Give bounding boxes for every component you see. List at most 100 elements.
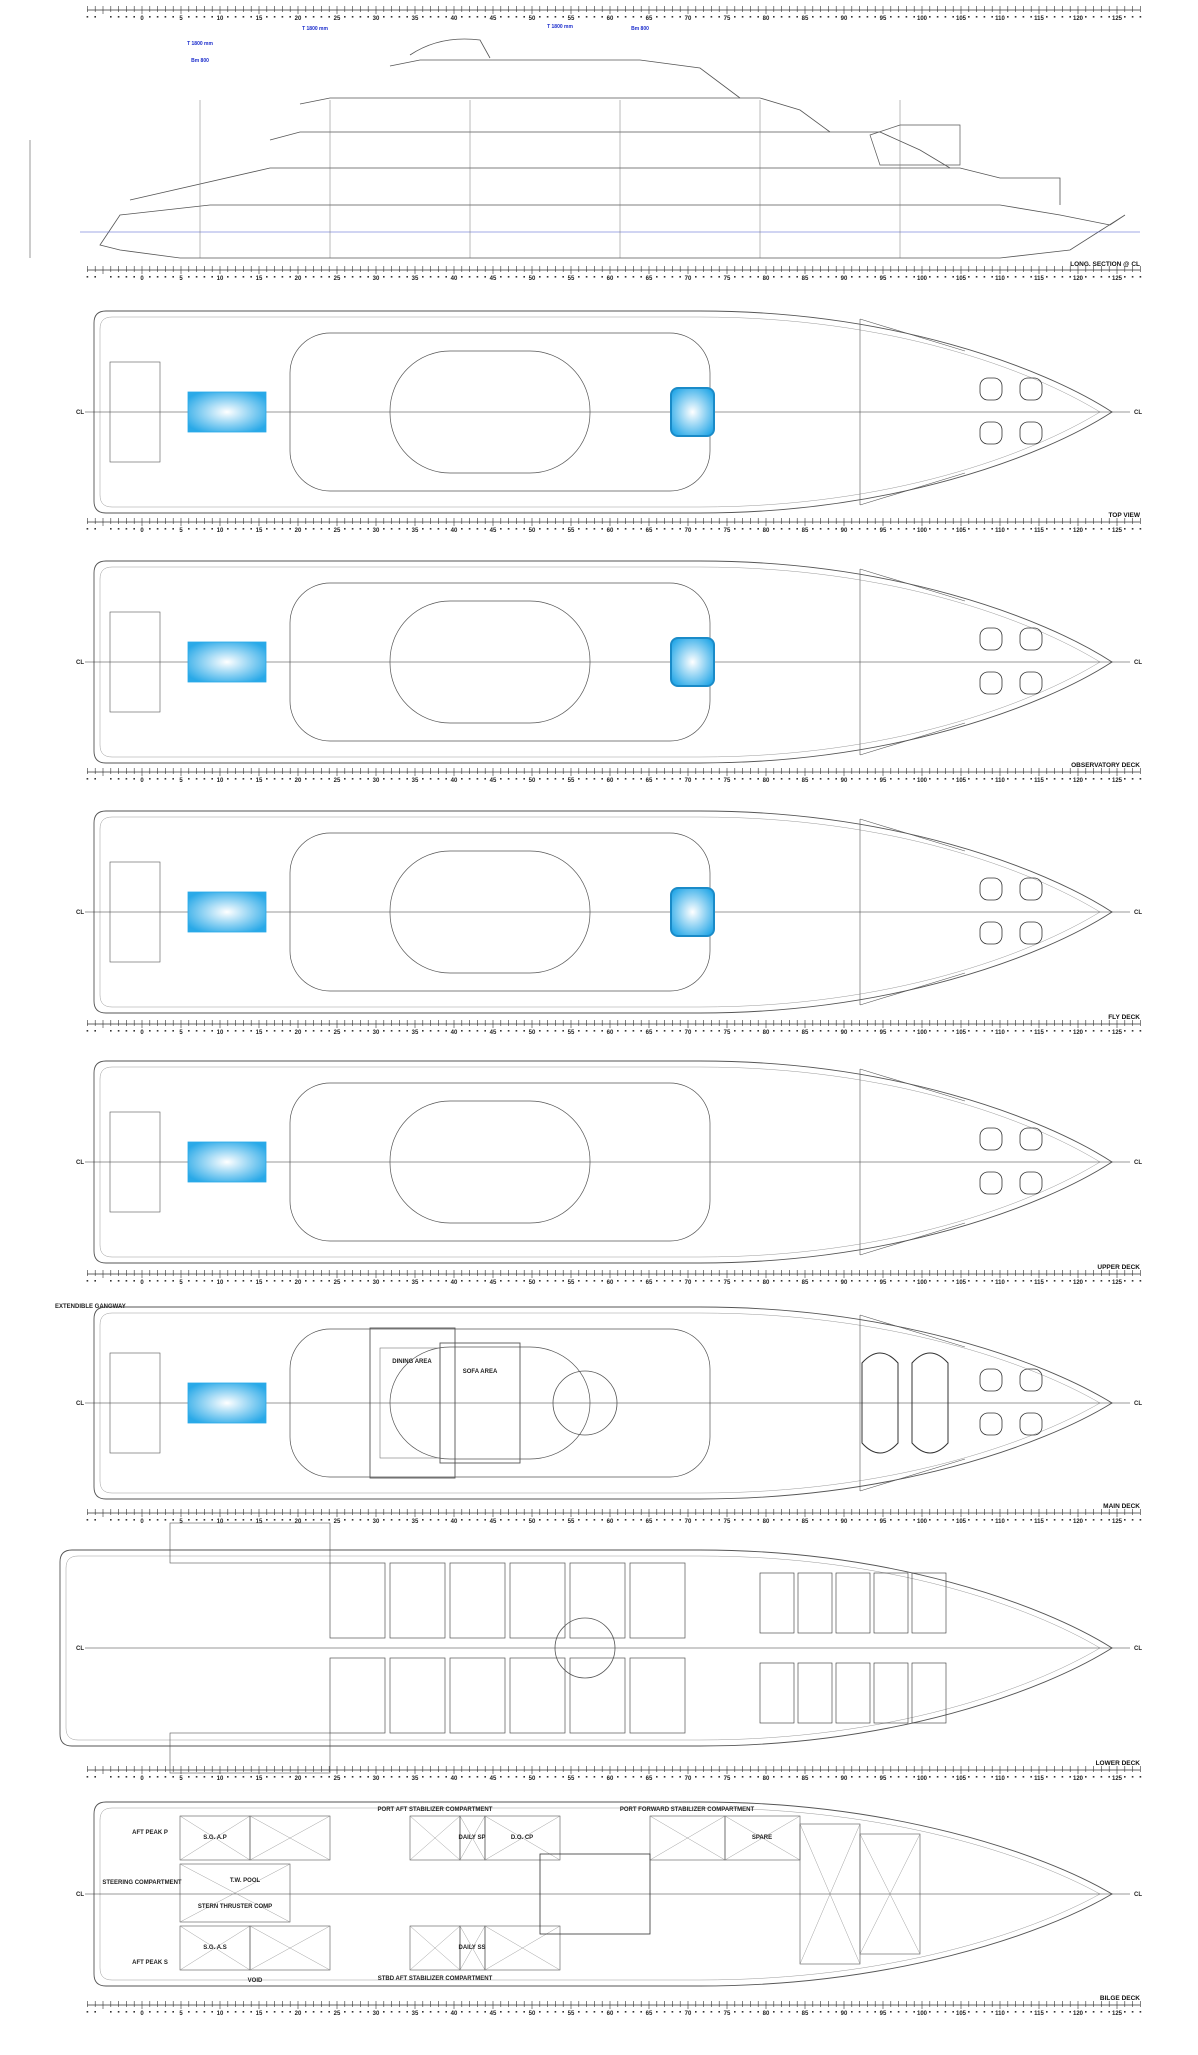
- ruler-dot: [312, 778, 315, 780]
- ruler-dot: [164, 778, 167, 780]
- frame-number-label: 35: [412, 2011, 419, 2017]
- ruler-dot: [741, 528, 744, 530]
- ruler-dot: [328, 1280, 330, 1282]
- ruler-dot: [936, 2011, 939, 2013]
- ruler-dot: [429, 1519, 432, 1521]
- ruler-dot: [1007, 276, 1009, 278]
- ruler-dot: [484, 2011, 486, 2013]
- ruler-dot: [866, 528, 869, 530]
- ruler-dot: [195, 1776, 198, 1778]
- ruler-dot: [289, 1280, 291, 1282]
- engine-room: [539, 1853, 651, 1935]
- ruler-dot: [383, 1280, 385, 1282]
- ruler-dot: [578, 2011, 580, 2013]
- centerline-label: CL: [76, 910, 84, 916]
- ruler-dot: [351, 528, 354, 530]
- swim-platform: [109, 361, 161, 463]
- ruler-dot: [461, 1030, 463, 1032]
- ruler-dot: [156, 1030, 159, 1032]
- ruler-dot: [203, 1030, 206, 1032]
- ruler-dot: [788, 2011, 791, 2013]
- ruler-dot: [110, 1030, 112, 1032]
- ruler-dot: [523, 1280, 525, 1282]
- tank-cross: [249, 1925, 331, 1971]
- ruler-dot: [406, 2011, 408, 2013]
- ruler-dot: [227, 1030, 229, 1032]
- frame-number-label: 0: [140, 16, 144, 22]
- ruler-dot: [897, 1519, 900, 1521]
- ruler-dot: [718, 528, 720, 530]
- bilge-compartment-label: STBD AFT STABILIZER COMPARTMENT: [378, 1976, 493, 1982]
- sofa-room: [439, 1342, 521, 1464]
- ruler-dot: [835, 1519, 837, 1521]
- frame-number-label: 120: [1073, 528, 1084, 534]
- ruler-dot: [1131, 1280, 1134, 1282]
- ruler-dot: [710, 2011, 713, 2013]
- ruler-dot: [796, 16, 798, 18]
- ruler-dot: [975, 1030, 978, 1032]
- ruler-dot: [554, 1030, 557, 1032]
- frame-number-label: 25: [334, 16, 341, 22]
- ruler-dot: [1100, 2011, 1103, 2013]
- ruler-dot: [437, 1519, 440, 1521]
- ruler-dot: [328, 1776, 330, 1778]
- ruler-dot: [734, 1519, 736, 1521]
- frame-number-label: 95: [880, 16, 887, 22]
- ruler-dot: [133, 1030, 135, 1032]
- ruler-dot: [242, 1776, 245, 1778]
- frame-number-label: 95: [880, 778, 887, 784]
- garage-door-outline: [169, 1732, 331, 1774]
- ruler-dot: [383, 778, 385, 780]
- ruler-dot: [1014, 1030, 1017, 1032]
- ruler-dot: [507, 1519, 510, 1521]
- ruler-dot: [149, 1030, 151, 1032]
- frame-number-label: 120: [1073, 2011, 1084, 2017]
- ruler-dot: [851, 778, 853, 780]
- ruler-dot: [593, 1519, 596, 1521]
- ruler-dot: [991, 276, 993, 278]
- sofa-area-label: SOFA AREA: [463, 1369, 498, 1375]
- jetski: [979, 377, 1003, 401]
- ruler-dot: [398, 276, 401, 278]
- ruler-dot: [858, 1519, 861, 1521]
- ruler-dot: [125, 778, 128, 780]
- ruler-dot: [695, 1776, 697, 1778]
- frame-number-label: 45: [490, 778, 497, 784]
- ruler-dot: [788, 1030, 791, 1032]
- jetski: [979, 921, 1003, 945]
- ruler-dot: [250, 1280, 252, 1282]
- ruler-dot: [578, 528, 580, 530]
- ruler-dot: [1100, 1280, 1103, 1282]
- ruler-dot: [991, 16, 993, 18]
- frame-number-label: 105: [956, 276, 967, 282]
- frame-number-label: 20: [295, 1519, 302, 1525]
- frame-number-label: 0: [140, 1519, 144, 1525]
- ruler-dot: [835, 1030, 837, 1032]
- ruler-dot: [624, 2011, 627, 2013]
- ruler-dot: [461, 276, 463, 278]
- ruler-dot: [1085, 276, 1087, 278]
- ruler-dot: [86, 2011, 89, 2013]
- ruler-dot: [734, 276, 736, 278]
- ruler-dot: [1014, 2011, 1017, 2013]
- ruler-dot: [344, 276, 346, 278]
- ruler-dot: [617, 1519, 619, 1521]
- ruler-dot: [624, 528, 627, 530]
- ruler-dot: [234, 1776, 237, 1778]
- frame-number-label: 85: [802, 2011, 809, 2017]
- centerline-label: CL: [76, 1160, 84, 1166]
- ruler-dot: [983, 16, 986, 18]
- ruler-dot: [1124, 778, 1126, 780]
- ruler-dot: [398, 1280, 401, 1282]
- ruler-dot: [234, 1280, 237, 1282]
- tank: [859, 1833, 921, 1955]
- ruler-dot: [445, 1519, 447, 1521]
- ruler-dot: [858, 16, 861, 18]
- ruler-dot: [874, 528, 876, 530]
- frame-number-label: 115: [1034, 2011, 1044, 2017]
- ruler-dot: [86, 16, 89, 18]
- ruler-dot: [944, 778, 947, 780]
- ruler-dot: [468, 1519, 471, 1521]
